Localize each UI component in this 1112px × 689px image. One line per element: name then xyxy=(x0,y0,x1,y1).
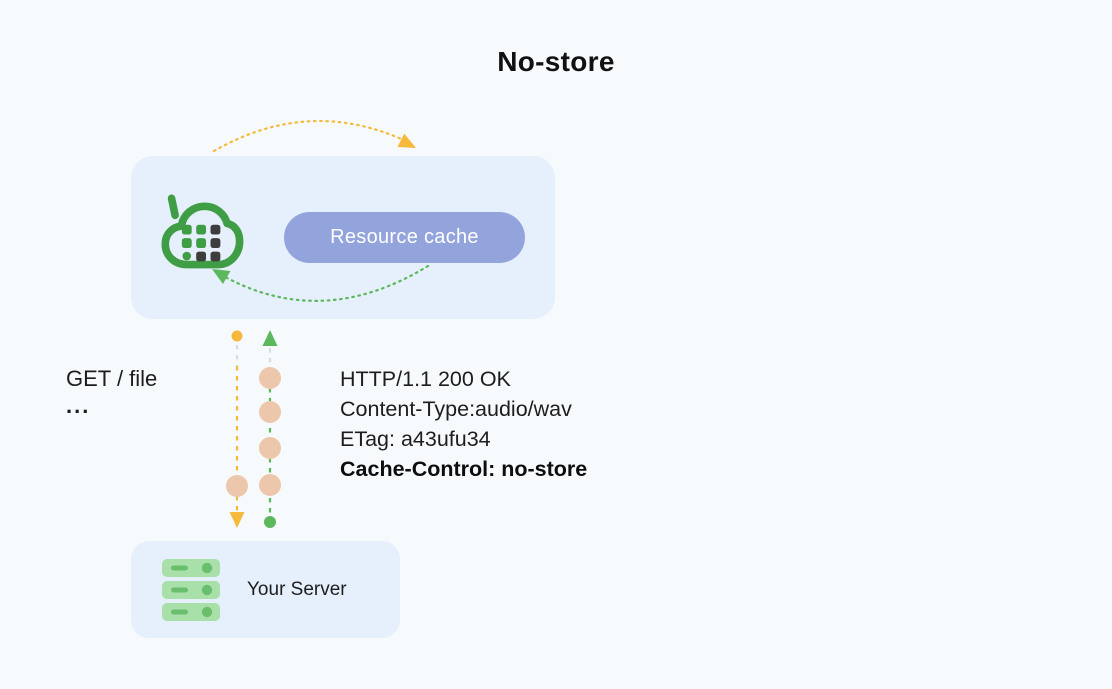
response-status-line: HTTP/1.1 200 OK xyxy=(340,367,511,391)
resource-cache-box: Resource cache xyxy=(131,156,555,319)
data-chunk-circle xyxy=(259,474,281,496)
request-arc-dotted xyxy=(212,119,410,153)
request-arrowhead-down-icon xyxy=(229,512,245,528)
response-arrowhead-up-icon xyxy=(262,330,278,346)
request-text: GET / file ... xyxy=(66,364,157,418)
request-ellipsis: ... xyxy=(66,393,91,418)
your-server-box: Your Server xyxy=(131,541,400,638)
server-label: Your Server xyxy=(247,578,347,600)
response-content-type: Content-Type:audio/wav xyxy=(340,397,572,421)
response-line-end-dot xyxy=(264,516,276,528)
response-etag: ETag: a43ufu34 xyxy=(340,427,491,451)
resource-cache-pill: Resource cache xyxy=(284,212,525,263)
request-line: GET / file xyxy=(66,366,158,391)
data-chunk-circle xyxy=(226,475,248,497)
data-chunk-circle xyxy=(259,437,281,459)
cache-cloud-icon xyxy=(161,194,244,269)
page-title: No-store xyxy=(497,46,615,77)
response-cache-control: Cache-Control: no-store xyxy=(340,457,588,481)
server-rack-icon xyxy=(162,558,220,621)
data-chunk-circle xyxy=(259,401,281,423)
cloud-outline xyxy=(161,202,244,269)
cloud-antenna xyxy=(167,194,179,220)
response-headers: HTTP/1.1 200 OK Content-Type:audio/wav E… xyxy=(340,364,587,484)
data-chunk-circle xyxy=(259,367,281,389)
request-arc-arrowhead-icon xyxy=(397,133,416,148)
request-line-start-dot xyxy=(231,330,243,342)
